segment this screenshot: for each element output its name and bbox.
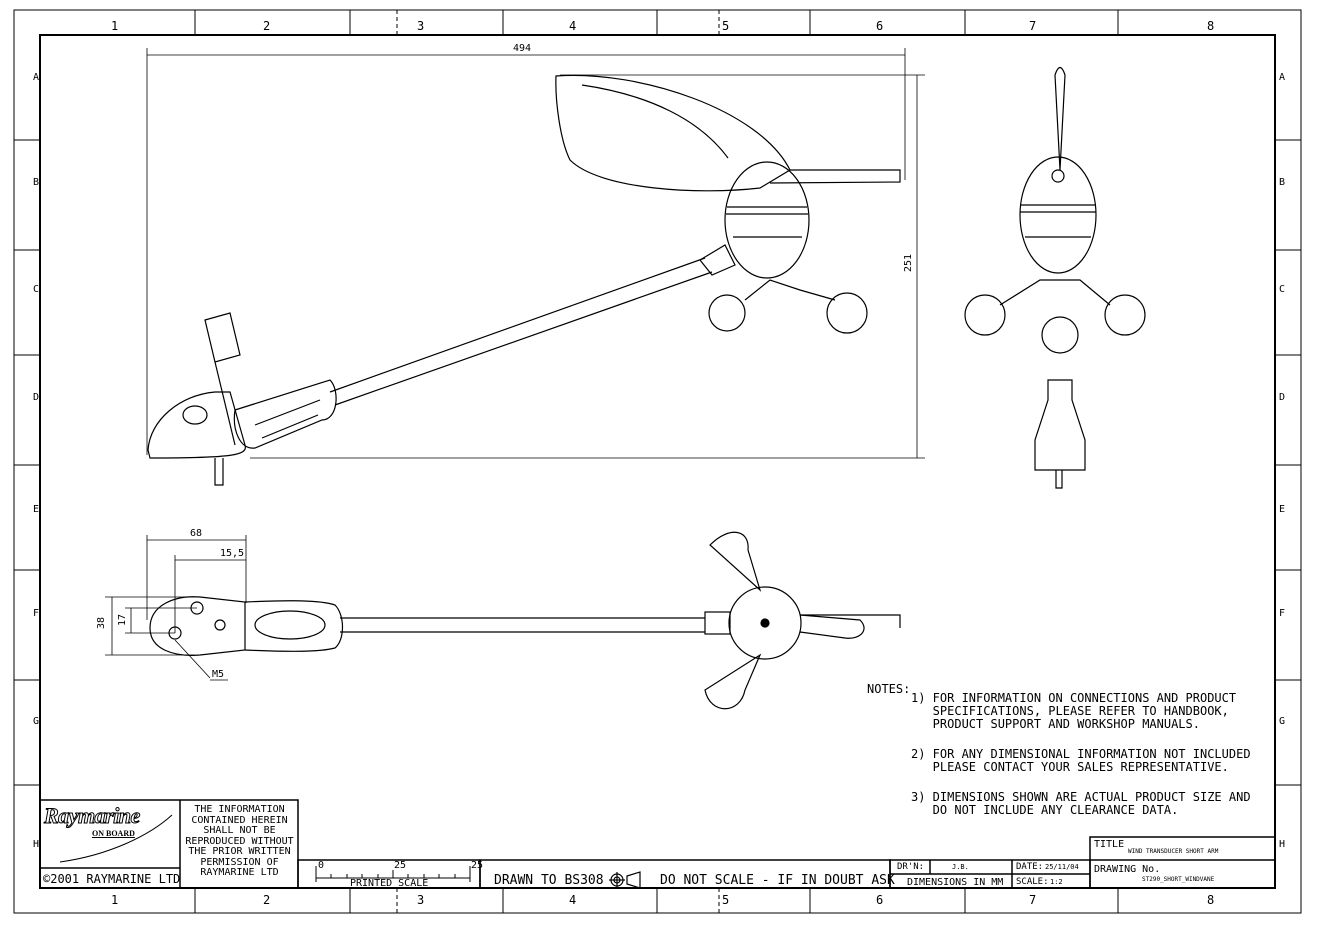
col-label: 7 (1029, 893, 1037, 907)
copyright: ©2001 RAYMARINE LTD (43, 872, 181, 886)
row-label: C (33, 284, 40, 295)
drawing-number: ST290_SHORT_WINDVANE (1142, 876, 1215, 883)
row-label: H (1279, 839, 1286, 850)
col-label: 2 (263, 19, 271, 33)
vane-edge (1054, 66, 1066, 171)
info-line: RAYMARINE LTD (200, 867, 279, 878)
col-label: 8 (1207, 19, 1215, 33)
col-label: 2 (263, 893, 271, 907)
drawing-title: WIND TRANSDUCER SHORT ARM (1128, 848, 1219, 855)
mount-base (147, 391, 246, 459)
col-label: 5 (722, 893, 730, 907)
side-view (147, 74, 901, 486)
dim-hole-spacing: 17 (117, 613, 129, 627)
zone-ticks (14, 10, 1301, 913)
row-label: F (1279, 608, 1286, 619)
col-label: 6 (876, 19, 884, 33)
note-item: 1) FOR INFORMATION ON CONNECTIONS AND PR… (911, 691, 1237, 731)
col-label: 7 (1029, 19, 1037, 33)
date: 25/11/04 (1045, 863, 1079, 871)
logo-subtext: ON BOARD (92, 829, 135, 838)
note-item: 2) FOR ANY DIMENSIONAL INFORMATION NOT I… (911, 747, 1251, 774)
dim-thread: M5 (212, 669, 225, 680)
scale-tick-label: 25 (394, 860, 407, 871)
row-label: E (1279, 504, 1286, 515)
cup-plan-2 (704, 653, 762, 710)
drawn-to-standard: DRAWN TO BS308 (494, 873, 604, 888)
info-line: THE INFORMATION (194, 804, 285, 815)
dim-overall-height: 251 (903, 253, 915, 273)
col-label: 3 (417, 19, 425, 33)
projection-symbol-icon (609, 871, 641, 889)
row-label: G (1279, 716, 1286, 727)
info-line: CONTAINED HEREIN (191, 814, 288, 826)
dim-overall-length: 494 (513, 43, 532, 54)
title-block-lines (39, 799, 1276, 889)
row-label: A (33, 72, 40, 83)
row-label: E (33, 504, 40, 515)
row-label: B (1279, 177, 1286, 188)
row-label: C (1279, 284, 1286, 295)
row-label: F (33, 608, 40, 619)
scale-tick-label: 0 (318, 860, 325, 871)
row-label: A (1279, 72, 1286, 83)
info-line: THE PRIOR WRITTEN (188, 846, 291, 857)
arm-clamp (699, 244, 736, 276)
arm (329, 257, 706, 393)
base-plan (149, 596, 246, 656)
col-label: 1 (111, 893, 119, 907)
row-label: D (33, 392, 40, 403)
plan-view (149, 531, 901, 710)
dim-base-width: 38 (96, 616, 108, 630)
logo-text: Raymarine (44, 803, 141, 829)
scale: 1:2 (1050, 878, 1063, 886)
row-label: H (33, 839, 40, 850)
info-line: REPRODUCED WITHOUT (185, 835, 294, 847)
dim-base-length: 68 (190, 528, 203, 539)
do-not-scale-warning: DO NOT SCALE - IF IN DOUBT ASK (660, 873, 895, 888)
confidentiality-notice: THE INFORMATION CONTAINED HEREIN SHALL N… (182, 804, 297, 879)
row-label: B (33, 177, 40, 188)
info-line: SHALL NOT BE (203, 825, 276, 836)
end-view (964, 66, 1146, 489)
wind-vane-fin (555, 74, 791, 192)
dim-base-offset: 15,5 (220, 548, 245, 559)
cup-plan-1 (709, 531, 762, 592)
title-label: TITLE (1094, 839, 1125, 850)
col-label: 4 (569, 19, 577, 33)
drawn-by-label: DR'N: (897, 862, 925, 872)
logo-swoosh (59, 814, 173, 863)
notes-heading: NOTES: (867, 682, 911, 696)
col-label: 8 (1207, 893, 1215, 907)
col-label: 1 (111, 19, 119, 33)
anemometer-cup (708, 294, 746, 332)
drawing-no-label: DRAWING No. (1094, 864, 1161, 875)
transducer-head (724, 161, 810, 279)
col-label: 4 (569, 893, 577, 907)
base-end (1034, 379, 1086, 471)
scale-label: SCALE: (1016, 877, 1049, 887)
hub-plan (728, 586, 802, 660)
col-label: 6 (876, 893, 884, 907)
info-line: PERMISSION OF (200, 856, 279, 868)
date-label: DATE: (1016, 862, 1044, 872)
scale-tick-label: 25 (471, 860, 484, 871)
arm-socket (233, 379, 337, 449)
dimension-lines (105, 48, 925, 681)
row-label: D (1279, 392, 1286, 403)
drawn-by: J.B. (952, 863, 969, 871)
note-item: 3) DIMENSIONS SHOWN ARE ACTUAL PRODUCT S… (911, 790, 1251, 817)
cable-socket (204, 312, 241, 363)
dimensions-units: DIMENSIONS IN MM (907, 877, 1004, 888)
row-label: G (33, 716, 40, 727)
notes: NOTES: 1) FOR INFORMATION ON CONNECTIONS… (867, 683, 1251, 834)
col-label: 3 (417, 893, 425, 907)
raymarine-logo: Raymarine ON BOARD (44, 803, 178, 865)
printed-scale-label: PRINTED SCALE (350, 878, 429, 889)
col-label: 5 (722, 19, 730, 33)
